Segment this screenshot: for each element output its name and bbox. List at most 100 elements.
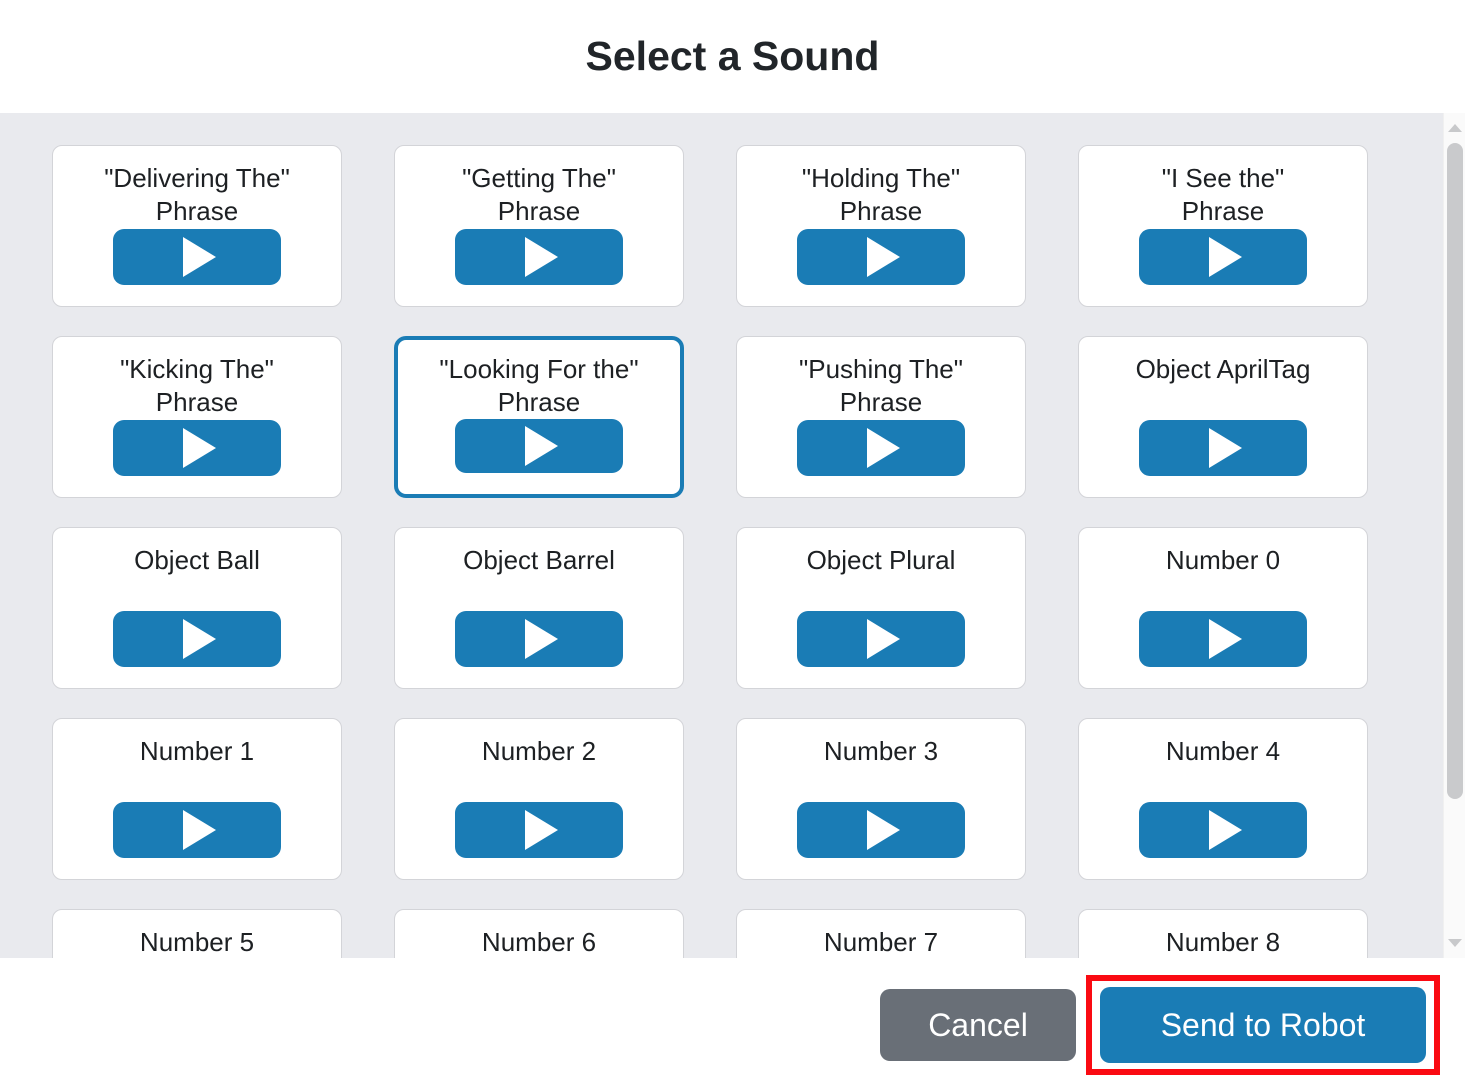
play-button[interactable] <box>797 229 965 285</box>
sound-card[interactable]: Object AprilTag <box>1078 336 1368 498</box>
sound-cell: Object Ball <box>0 527 342 689</box>
play-button[interactable] <box>113 802 281 858</box>
play-button[interactable] <box>1139 611 1307 667</box>
sound-card[interactable]: "Delivering The" Phrase <box>52 145 342 307</box>
sound-card[interactable]: "Holding The" Phrase <box>736 145 1026 307</box>
play-button[interactable] <box>1139 420 1307 476</box>
sound-cell: "Getting The" Phrase <box>342 145 684 307</box>
sound-card[interactable]: Number 2 <box>394 718 684 880</box>
sound-card-label: Object Barrel <box>463 545 615 575</box>
sound-cell: Number 5 <box>0 909 342 958</box>
page-title: Select a Sound <box>585 33 880 79</box>
sound-card-label: Number 0 <box>1165 545 1281 575</box>
sound-card[interactable]: "Looking For the" Phrase <box>394 336 684 498</box>
cancel-button[interactable]: Cancel <box>880 988 1076 1061</box>
play-icon <box>183 237 216 277</box>
sound-cell: "Delivering The" Phrase <box>0 145 342 307</box>
play-button[interactable] <box>797 802 965 858</box>
play-icon <box>1209 428 1242 468</box>
scroll-down-arrow-icon[interactable] <box>1444 932 1465 954</box>
sound-list-scroll-area[interactable]: "Delivering The" Phrase "Getting The" Phr… <box>0 113 1465 958</box>
play-icon <box>183 810 216 850</box>
play-button[interactable] <box>797 420 965 476</box>
play-icon <box>867 810 900 850</box>
sound-cell: Number 4 <box>1026 718 1368 880</box>
sound-card-label: Number 5 <box>139 927 255 957</box>
play-button[interactable] <box>455 611 623 667</box>
play-icon <box>183 619 216 659</box>
sound-cell: "Looking For the" Phrase <box>342 336 684 498</box>
sound-cell: Number 0 <box>1026 527 1368 689</box>
sound-card-label: Object Plural <box>806 545 956 575</box>
sound-cell: "Kicking The" Phrase <box>0 336 342 498</box>
sound-cell: Object AprilTag <box>1026 336 1368 498</box>
play-icon <box>525 237 558 277</box>
sound-card-label: "Holding The" Phrase <box>801 163 961 226</box>
sound-cell: Number 8 <box>1026 909 1368 958</box>
sound-card[interactable]: Number 7 <box>736 909 1026 958</box>
sound-card-label: "Getting The" Phrase <box>462 163 616 226</box>
play-button[interactable] <box>113 420 281 476</box>
scrollbar-thumb[interactable] <box>1447 143 1463 799</box>
sound-cell: Object Plural <box>684 527 1026 689</box>
sound-card-label: "Looking For the" Phrase <box>439 354 639 417</box>
sound-cell: Number 1 <box>0 718 342 880</box>
sound-grid: "Delivering The" Phrase "Getting The" Phr… <box>0 113 1443 958</box>
sound-card[interactable]: "Kicking The" Phrase <box>52 336 342 498</box>
sound-cell: Number 3 <box>684 718 1026 880</box>
sound-cell: "Pushing The" Phrase <box>684 336 1026 498</box>
sound-card-label: Number 3 <box>823 736 939 766</box>
play-button[interactable] <box>455 802 623 858</box>
send-to-robot-highlight-annotation: Send to Robot <box>1086 974 1440 1075</box>
sound-card[interactable]: Number 0 <box>1078 527 1368 689</box>
sound-card-label: "I See the" Phrase <box>1161 163 1285 226</box>
play-button[interactable] <box>455 419 623 473</box>
sound-card[interactable]: "Pushing The" Phrase <box>736 336 1026 498</box>
sound-cell: Number 7 <box>684 909 1026 958</box>
play-icon <box>525 810 558 850</box>
play-icon <box>183 428 216 468</box>
play-button[interactable] <box>113 229 281 285</box>
scroll-up-arrow-icon[interactable] <box>1444 117 1465 139</box>
play-icon <box>867 619 900 659</box>
play-icon <box>525 426 558 466</box>
send-to-robot-button[interactable]: Send to Robot <box>1100 986 1426 1063</box>
play-icon <box>525 619 558 659</box>
play-button[interactable] <box>1139 229 1307 285</box>
sound-card[interactable]: Number 4 <box>1078 718 1368 880</box>
sound-card[interactable]: Object Ball <box>52 527 342 689</box>
play-button[interactable] <box>1139 802 1307 858</box>
play-button[interactable] <box>797 611 965 667</box>
sound-cell: "Holding The" Phrase <box>684 145 1026 307</box>
dialog-footer: Cancel Send to Robot <box>0 958 1465 1091</box>
play-icon <box>1209 619 1242 659</box>
sound-card[interactable]: Number 5 <box>52 909 342 958</box>
sound-cell: Object Barrel <box>342 527 684 689</box>
sound-card[interactable]: Object Barrel <box>394 527 684 689</box>
play-icon <box>867 237 900 277</box>
sound-card[interactable]: Object Plural <box>736 527 1026 689</box>
sound-card-label: "Delivering The" Phrase <box>104 163 290 226</box>
sound-card[interactable]: Number 6 <box>394 909 684 958</box>
sound-card-label: Number 6 <box>481 927 597 957</box>
play-button[interactable] <box>113 611 281 667</box>
sound-card[interactable]: Number 3 <box>736 718 1026 880</box>
vertical-scrollbar[interactable] <box>1443 113 1465 958</box>
sound-card-label: Number 2 <box>481 736 597 766</box>
sound-card[interactable]: "I See the" Phrase <box>1078 145 1368 307</box>
sound-card[interactable]: Number 8 <box>1078 909 1368 958</box>
sound-cell: Number 2 <box>342 718 684 880</box>
sound-card-label: Number 7 <box>823 927 939 957</box>
sound-card[interactable]: "Getting The" Phrase <box>394 145 684 307</box>
play-icon <box>867 428 900 468</box>
play-button[interactable] <box>455 229 623 285</box>
sound-cell: Number 6 <box>342 909 684 958</box>
sound-card[interactable]: Number 1 <box>52 718 342 880</box>
sound-card-label: Number 1 <box>139 736 255 766</box>
sound-card-label: Object AprilTag <box>1135 354 1311 384</box>
sound-card-label: Object Ball <box>134 545 260 575</box>
sound-card-label: Number 8 <box>1165 927 1281 957</box>
sound-cell: "I See the" Phrase <box>1026 145 1368 307</box>
sound-card-label: "Pushing The" Phrase <box>799 354 963 417</box>
